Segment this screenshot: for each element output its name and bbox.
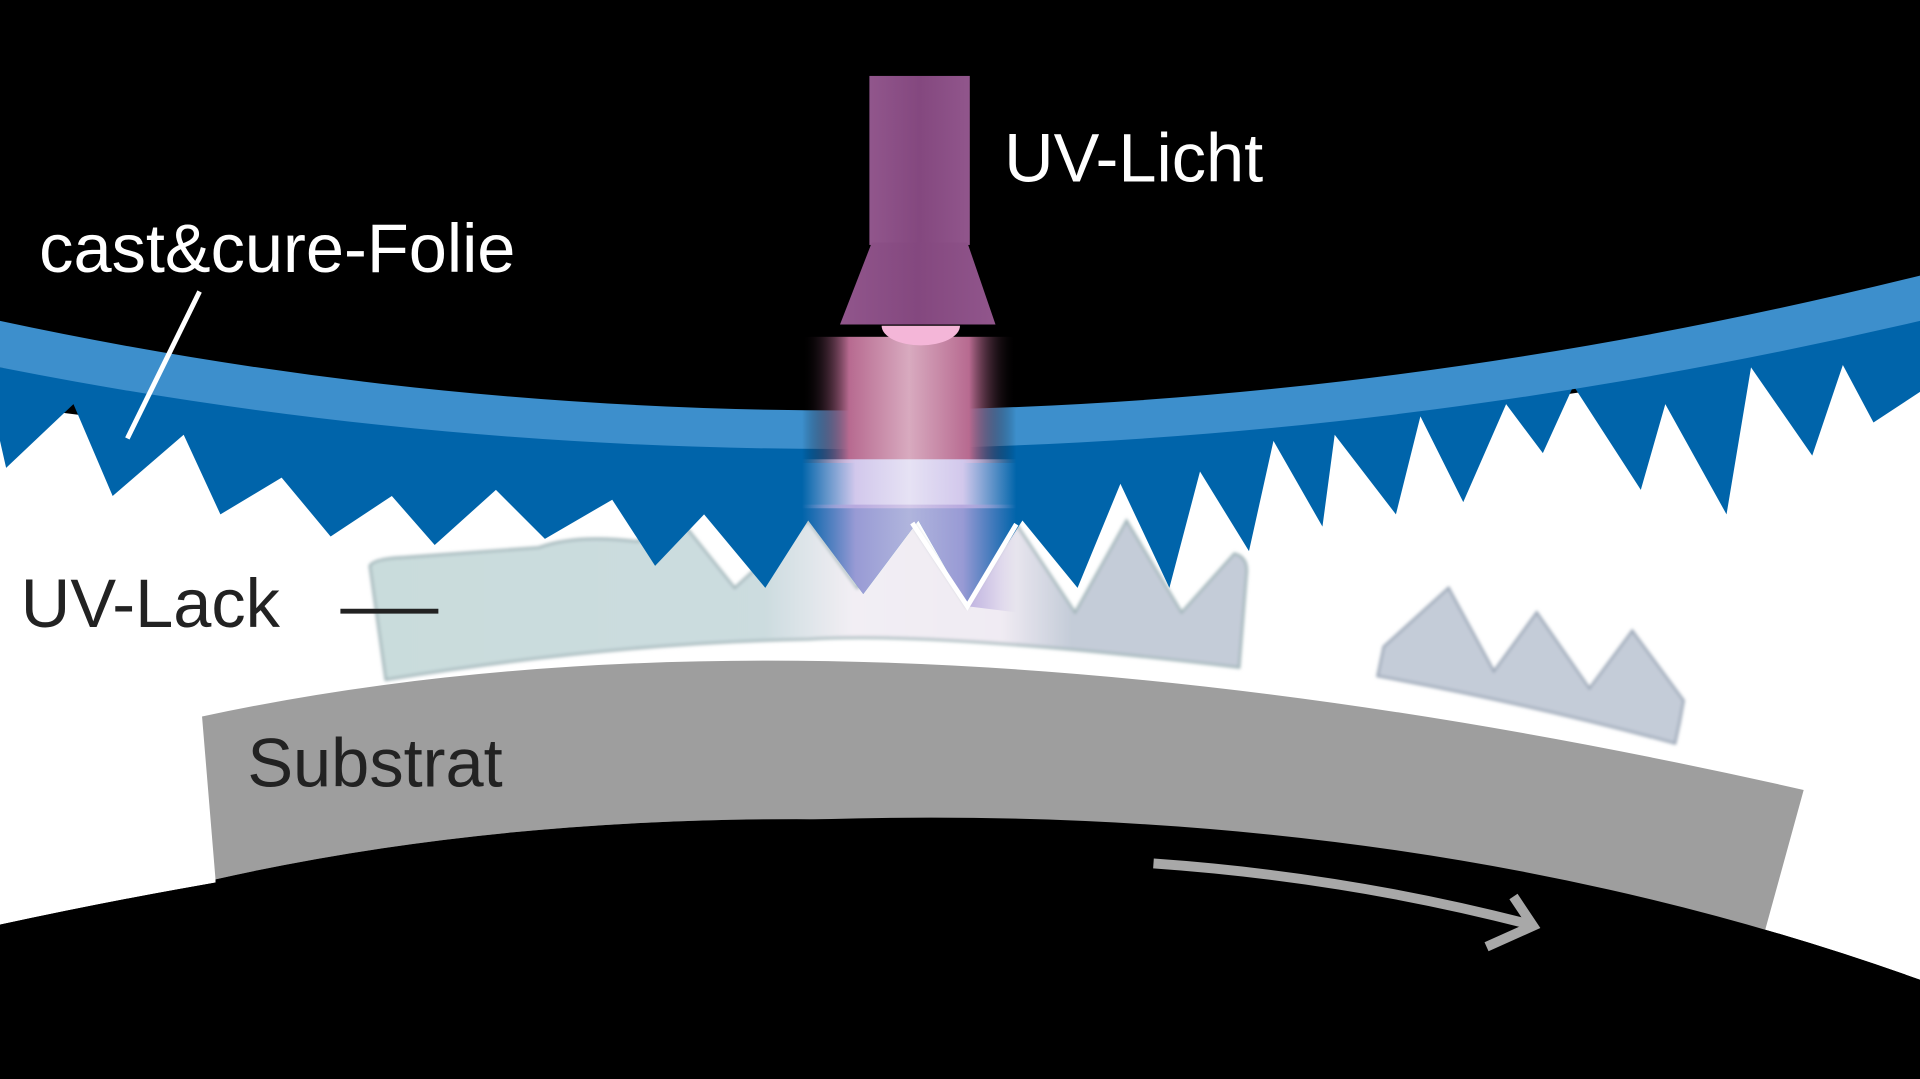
- roller-edge: [215, 819, 1764, 968]
- label-foil: cast&cure-Folie: [39, 210, 515, 287]
- lamp-bulb: [881, 325, 960, 346]
- lamp-reflector: [840, 242, 996, 325]
- lamp-housing: [869, 75, 970, 245]
- label-uv-light: UV-Licht: [1004, 119, 1263, 196]
- foil-leader-line: [125, 290, 202, 440]
- label-substrate: Substrat: [247, 724, 502, 801]
- cast-cure-foil: [0, 275, 1920, 449]
- uv-lamp: [840, 75, 996, 346]
- motion-arrow-icon: [1153, 858, 1541, 952]
- label-uv-lacquer: UV-Lack: [21, 565, 281, 642]
- uv-lacquer: [368, 518, 1685, 745]
- uv-beam: [802, 336, 1019, 613]
